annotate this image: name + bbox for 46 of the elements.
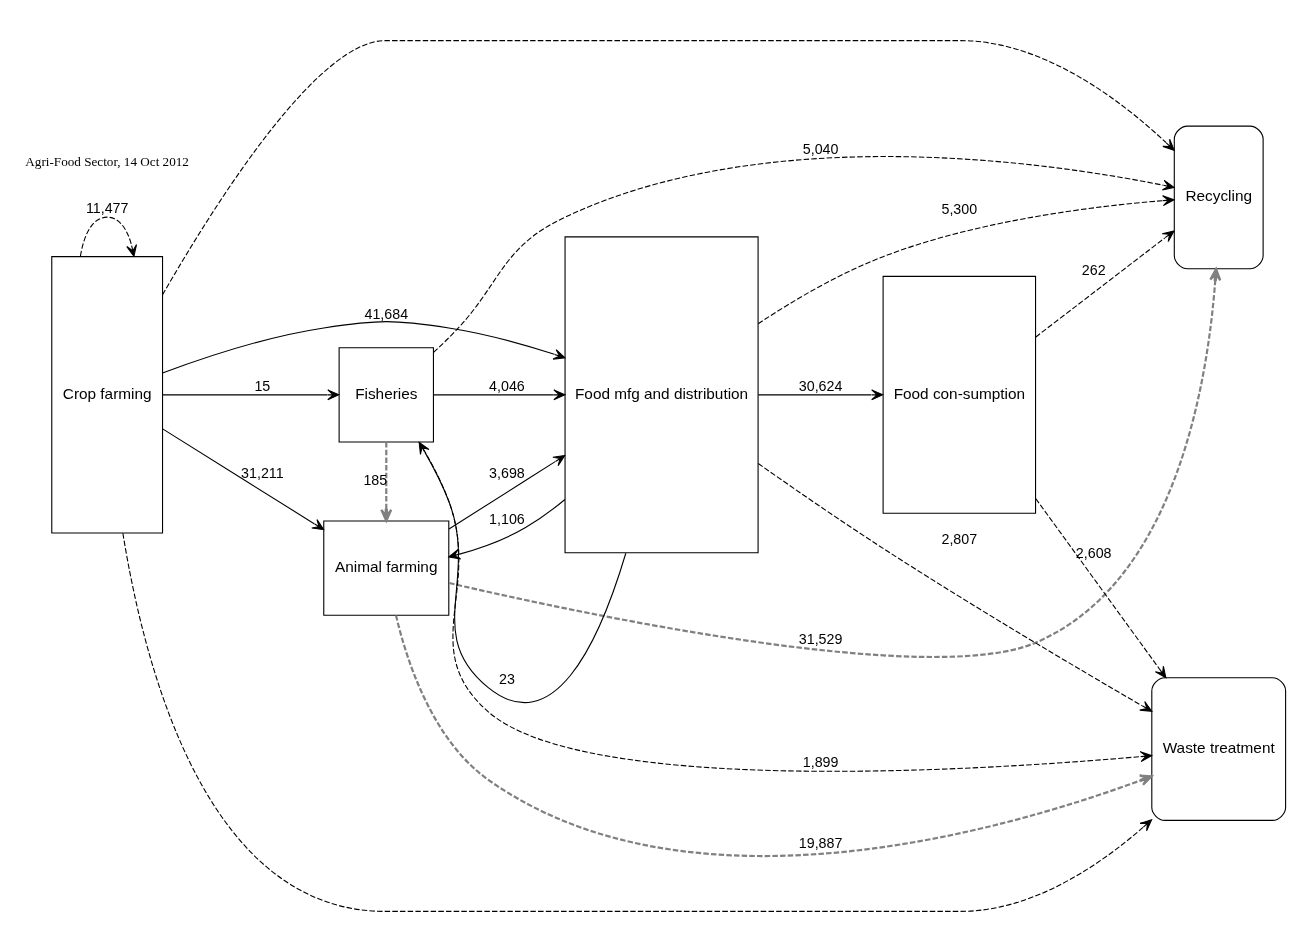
edge-label: 23 <box>498 670 515 687</box>
edge-label: 262 <box>1081 261 1106 278</box>
arrow <box>161 320 566 374</box>
edge-label: 5,300 <box>940 200 977 217</box>
arrow <box>418 441 626 703</box>
edge-label: 1,899 <box>802 753 838 770</box>
arrow <box>447 498 565 559</box>
arrow <box>757 194 1174 324</box>
edge-label: 1,106 <box>488 510 525 527</box>
arrow <box>79 216 137 257</box>
node-box: Food con-sumption <box>882 275 1036 514</box>
arrow <box>379 441 392 522</box>
node-box: Fisheries <box>338 346 434 443</box>
arrow <box>757 388 883 400</box>
edge-label: 2,807 <box>940 530 977 547</box>
edge-label: 5,040 <box>802 140 838 157</box>
arrow <box>432 155 1175 353</box>
edge-label: 41,684 <box>363 305 408 322</box>
node-box: Animal farming <box>322 519 449 616</box>
arrow <box>1034 497 1166 678</box>
label: Agri-Food Sector, 14 Oct 2012 <box>24 153 189 169</box>
edge-label: 3,698 <box>488 464 525 481</box>
edge-label: 31,529 <box>798 630 842 647</box>
node-box: Waste treatment <box>1150 676 1286 821</box>
edge-label: 15 <box>253 377 270 394</box>
arrow <box>121 532 1152 912</box>
arrow <box>1034 229 1174 337</box>
arrow <box>447 454 565 530</box>
edge-label: 19,887 <box>798 834 842 851</box>
arrow <box>418 441 1152 772</box>
arrow <box>394 614 1153 857</box>
arrow <box>757 462 1152 712</box>
node-box: Food mfg and distribution <box>564 235 759 553</box>
node-box: Crop farming <box>50 255 163 534</box>
arrow <box>161 427 324 530</box>
arrow <box>432 388 565 400</box>
edge-label: 31,211 <box>240 464 284 481</box>
node-box: Recycling <box>1173 125 1264 269</box>
edge-label: 11,477 <box>85 199 128 216</box>
edge-label: 2,608 <box>1075 544 1112 561</box>
edge-label: 30,624 <box>798 377 842 394</box>
edge-label: 185 <box>362 471 387 488</box>
arrow <box>161 39 1175 295</box>
arrow <box>448 267 1221 658</box>
edge-label: 4,046 <box>488 377 525 394</box>
arrow <box>161 388 339 400</box>
